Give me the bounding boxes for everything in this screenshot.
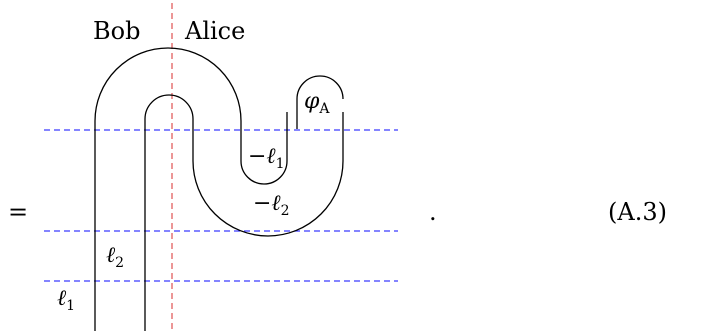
equation-number: (A.3): [608, 198, 667, 226]
equals-sign: =: [8, 198, 28, 226]
minus-l1-label: −ℓ1: [248, 144, 285, 172]
alice-label: Alice: [184, 17, 245, 45]
l2-subscript: 2: [115, 255, 124, 271]
inner-strand: [144, 94, 344, 331]
trailing-period: .: [429, 198, 437, 226]
bob-label: Bob: [93, 17, 140, 45]
l1-subscript: 1: [66, 298, 75, 314]
minus-l2-symbol: −ℓ: [253, 191, 281, 216]
minus-l2-label: −ℓ2: [253, 191, 290, 219]
phi-subscript: A: [318, 101, 330, 117]
l2-symbol: ℓ: [106, 243, 116, 268]
l1-symbol: ℓ: [57, 286, 67, 311]
l2-label: ℓ2: [106, 243, 124, 271]
l1-label: ℓ1: [57, 286, 75, 314]
minus-l2-subscript: 2: [281, 203, 290, 219]
minus-l1-symbol: −ℓ: [248, 144, 276, 169]
phi-a-state-box: [296, 75, 344, 129]
phi-symbol: φ: [304, 89, 320, 114]
phi-a-label: φA: [304, 89, 330, 117]
outer-strand: [94, 47, 288, 331]
minus-l1-subscript: 1: [276, 156, 285, 172]
